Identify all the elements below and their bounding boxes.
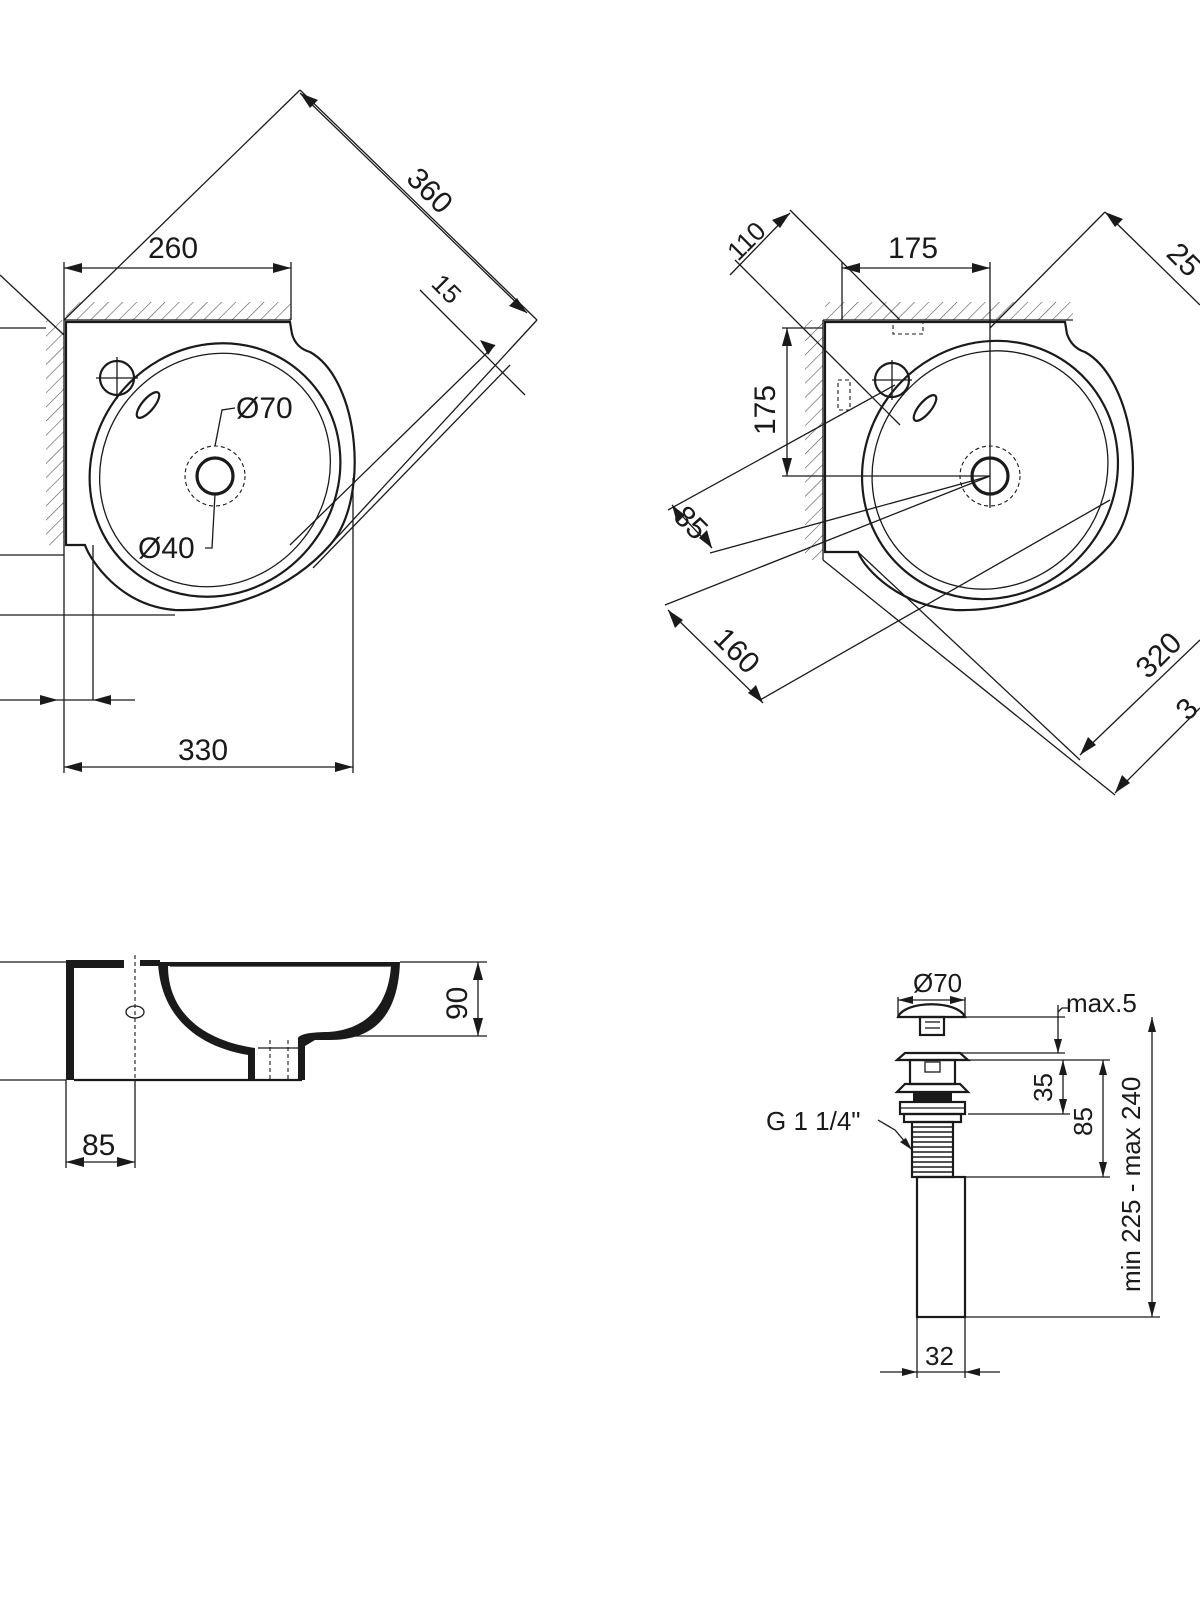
drain-tailpipe — [915, 1175, 967, 1319]
plan-view-right: 175 175 110 25 85 160 — [664, 209, 1200, 796]
dim-160: 160 — [707, 622, 766, 681]
dim-85-drain: 85 — [1068, 1107, 1098, 1136]
wall-hatch-left — [46, 320, 64, 545]
overflow-slot-right — [912, 394, 938, 422]
dim-175-top: 175 — [888, 232, 938, 265]
dim-330: 330 — [178, 734, 228, 767]
dim-175-side: 175 — [749, 385, 782, 435]
dim-320: 320 — [1130, 626, 1189, 685]
dim-3x: 3 — [1170, 692, 1200, 727]
side-section-view: 90 85 — [0, 955, 487, 1168]
bowl-section — [158, 962, 400, 1080]
dim-260: 260 — [148, 232, 198, 265]
dim-85-side: 85 — [82, 1129, 115, 1162]
dim-d70-left: Ø70 — [236, 392, 293, 425]
dim-d40-left: Ø40 — [138, 532, 195, 565]
dim-15-left: 15 — [426, 268, 468, 310]
basin-outline — [64, 320, 356, 612]
wall-hatch-top — [66, 302, 291, 320]
dim-thread: G 1 1/4" — [766, 1106, 861, 1136]
drain-hole — [195, 456, 235, 496]
back-slab — [66, 960, 74, 1080]
basin-bowl-inner — [98, 352, 332, 588]
dim-90: 90 — [441, 987, 474, 1020]
basin-bowl-inner-right — [871, 350, 1109, 590]
dim-360-left: 360 — [400, 162, 459, 221]
dim-d70-drain: Ø70 — [913, 968, 962, 998]
dim-max5: max.5 — [1066, 988, 1137, 1018]
basin-bowl-right — [860, 339, 1120, 601]
wall-hatch-left-right — [805, 320, 823, 560]
plan-view-left: 360 15 260 Ø70 Ø40 330 — [0, 89, 538, 773]
dim-32: 32 — [925, 1341, 954, 1371]
dim-110: 110 — [721, 216, 772, 267]
basin-bowl — [88, 342, 342, 598]
dim-35: 35 — [1028, 1073, 1058, 1102]
wall-hatch-top-right — [825, 302, 1073, 320]
drain-valve-view: Ø70 max.5 35 85 min 225 - max 240 G 1 1/… — [766, 968, 1160, 1378]
drain-thread — [910, 1120, 955, 1179]
drain-cap — [896, 1003, 967, 1019]
overflow-slot — [135, 391, 161, 419]
basin-outline-right — [823, 320, 1134, 612]
dim-25x: 25 — [1160, 237, 1200, 284]
dim-range: min 225 - max 240 — [1116, 1077, 1146, 1292]
